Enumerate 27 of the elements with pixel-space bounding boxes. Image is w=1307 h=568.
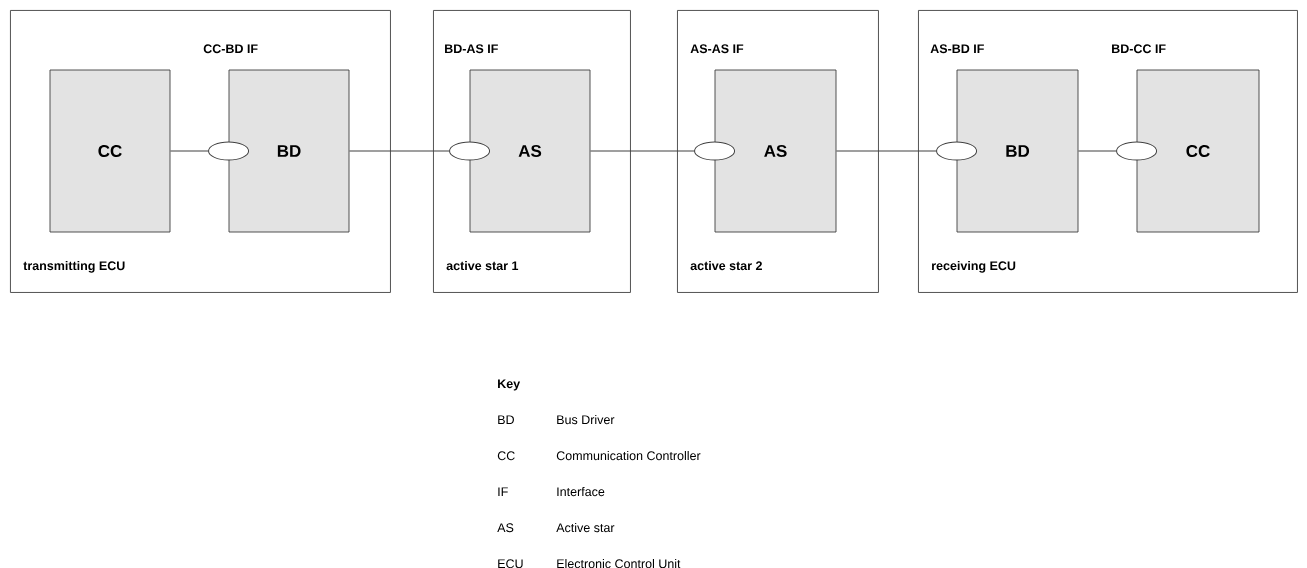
interface-label: BD-CC IF bbox=[1112, 44, 1166, 54]
interface-label: AS-AS IF bbox=[690, 44, 744, 54]
definition: Active star bbox=[556, 522, 615, 533]
interface-label: BD-AS IF bbox=[445, 44, 498, 54]
connector bbox=[348, 141, 491, 161]
abbreviation: BD bbox=[498, 415, 514, 424]
connector bbox=[1077, 141, 1158, 161]
abbreviation: IF bbox=[498, 487, 508, 496]
abbreviation: AS bbox=[497, 523, 514, 533]
definition: Bus Driver bbox=[557, 414, 615, 425]
interface-label: CC-BD IF bbox=[203, 44, 258, 54]
component-box: AS bbox=[469, 69, 591, 233]
connector bbox=[835, 141, 978, 161]
connector bbox=[169, 141, 250, 161]
connector bbox=[589, 141, 736, 161]
component-box: BD bbox=[228, 69, 350, 233]
interface-label: AS-BD IF bbox=[930, 44, 984, 54]
abbreviation: ECU bbox=[498, 559, 523, 568]
component-box: CC bbox=[49, 69, 171, 233]
definition: Communication Controller bbox=[556, 450, 701, 461]
definition: Electronic Control Unit bbox=[557, 558, 681, 568]
component-box: AS bbox=[714, 69, 837, 233]
definition: Interface bbox=[557, 486, 605, 497]
key-heading: Key bbox=[498, 379, 521, 391]
component-box: BD bbox=[956, 69, 1079, 233]
component-box: CC bbox=[1136, 69, 1260, 233]
abbreviation: CC bbox=[497, 451, 515, 461]
